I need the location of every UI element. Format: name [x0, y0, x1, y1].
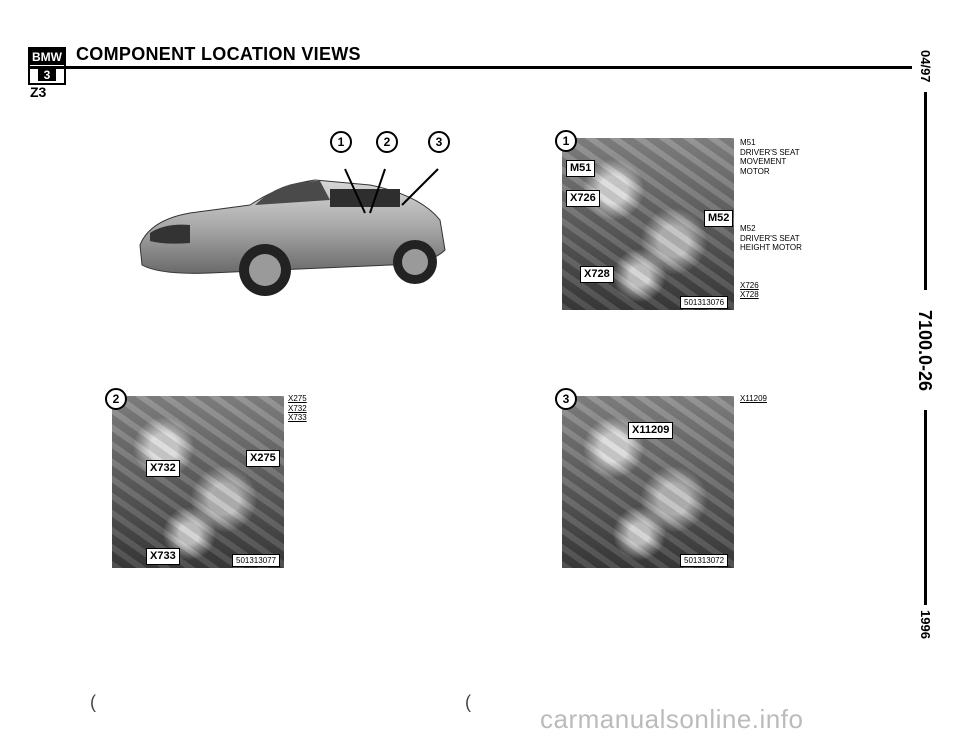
legend-x275: X275 [288, 394, 307, 403]
legend-m52-code: M52 [740, 224, 756, 233]
tag-x733: X733 [146, 548, 180, 565]
photo-view-2: X732 X275 X733 501313077 [112, 396, 284, 568]
side-rule-bottom [924, 410, 927, 605]
callout-2: 2 [376, 131, 398, 153]
legend-m52-desc-2: HEIGHT MOTOR [740, 243, 802, 252]
model-label: Z3 [30, 84, 47, 100]
scan-mark-left: ( [90, 692, 96, 712]
page-title: COMPONENT LOCATION VIEWS [76, 44, 361, 64]
view-3-number: 3 [555, 388, 577, 410]
car-overview: 1 2 3 [130, 125, 460, 305]
legend-x11209: X11209 [740, 394, 767, 403]
legend-conn-1: X726 [740, 280, 759, 290]
legend-m52-desc-1: DRIVER'S SEAT [740, 233, 800, 243]
legend-m51-desc-3: MOTOR [740, 166, 770, 176]
tag-x726: X726 [566, 190, 600, 207]
car-illustration [139, 168, 446, 296]
tag-x275: X275 [246, 450, 280, 467]
logo-brand-text: BMW [32, 50, 63, 64]
side-doc-number: 7100.0-26 [915, 310, 935, 392]
part-number-2: 501313077 [232, 554, 281, 567]
tag-m52: M52 [704, 210, 734, 227]
photo-view-1: M51 X726 M52 X728 501313076 [562, 138, 734, 310]
legend-view-3: X11209 [740, 394, 767, 404]
tag-x728: X728 [580, 266, 614, 283]
side-rule-top [924, 92, 927, 290]
view-1-number: 1 [555, 130, 577, 152]
view-2-number: 2 [105, 388, 127, 410]
legend-m51-desc-1: DRIVER'S SEAT [740, 147, 800, 157]
logo-series-text: 3 [44, 68, 51, 82]
legend-view-1: M51 DRIVER'S SEAT MOVEMENT MOTOR M52 DRI… [740, 138, 802, 300]
tag-x732: X732 [146, 460, 180, 477]
part-number-1: 501313076 [680, 296, 729, 309]
scan-mark-center: ( [465, 692, 471, 712]
side-year: 1996 [918, 610, 933, 639]
legend-m51-code: M51 [740, 138, 756, 147]
callout-1: 1 [330, 131, 352, 153]
legend-view-2: X275 X732 X733 [288, 394, 307, 423]
tag-m51: M51 [566, 160, 596, 177]
side-date: 04/97 [918, 50, 933, 83]
watermark: carmanualsonline.info [540, 704, 804, 734]
legend-m51-desc-2: MOVEMENT [740, 157, 787, 166]
callout-3: 3 [428, 131, 450, 153]
legend-x732: X732 [288, 403, 307, 413]
photo-view-3: X11209 501313072 [562, 396, 734, 568]
legend-x733: X733 [288, 413, 307, 422]
header-rule [28, 66, 912, 69]
part-number-3: 501313072 [680, 554, 729, 567]
legend-conn-2: X728 [740, 290, 759, 299]
tag-x11209: X11209 [628, 422, 674, 439]
